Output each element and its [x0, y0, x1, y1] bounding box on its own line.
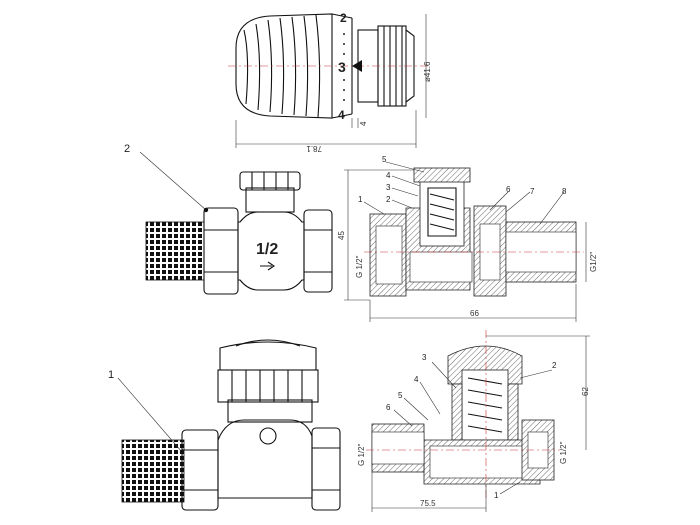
thermostatic-head-view: 2 3 4 78.1 ø41.6 4 — [228, 11, 432, 153]
scale-label-4: 4 — [338, 108, 345, 122]
angle-valve-section-view: 3 2 4 5 6 1 62 G 1/2" G 1/2" 75.5 — [357, 330, 590, 512]
callout-8: 8 — [562, 187, 567, 196]
thread-right-g-1-2: G 1/2" — [559, 441, 568, 464]
callout-1: 1 — [358, 195, 363, 204]
dim-height-45: 45 — [337, 231, 346, 240]
callout-1: 1 — [494, 491, 499, 500]
dim-length-78-1: 78.1 — [306, 144, 322, 153]
thread-right-g1-2: G1/2" — [589, 252, 598, 272]
callout-3: 3 — [386, 183, 391, 192]
callout-4: 4 — [414, 375, 419, 384]
straight-valve-section-view: 5 4 3 1 2 6 7 8 45 G 1/2" G1/2" 66 — [337, 155, 598, 322]
angle-valve-external-view: 1 — [108, 339, 341, 511]
thread-left-g-1-2: G 1/2" — [355, 255, 364, 278]
dim-length-66: 66 — [470, 309, 479, 318]
scale-label-2: 2 — [340, 11, 347, 25]
callout-5: 5 — [382, 155, 387, 164]
callout-2: 2 — [124, 143, 130, 155]
callout-4: 4 — [386, 171, 391, 180]
callout-7: 7 — [530, 187, 535, 196]
callout-2: 2 — [552, 361, 557, 370]
angle-section-callouts: 3 2 4 5 6 1 — [386, 353, 557, 500]
dim-small-4: 4 — [359, 121, 368, 126]
callout-6: 6 — [386, 403, 391, 412]
dim-length-75-5: 75.5 — [420, 499, 436, 508]
callout-5: 5 — [398, 391, 403, 400]
callout-2: 2 — [386, 195, 391, 204]
section-callouts: 5 4 3 1 2 6 7 8 — [358, 155, 567, 225]
straight-valve-external-view: 1/2 2 — [124, 143, 333, 295]
dim-height-62: 62 — [581, 387, 590, 396]
thread-left-g-1-2: G 1/2" — [357, 443, 366, 466]
scale-label-3: 3 — [338, 59, 346, 75]
body-mark-1-2: 1/2 — [256, 241, 278, 258]
callout-3: 3 — [422, 353, 427, 362]
callout-6: 6 — [506, 185, 511, 194]
callout-1: 1 — [108, 369, 114, 381]
dim-diameter-41-6: ø41.6 — [423, 61, 432, 82]
